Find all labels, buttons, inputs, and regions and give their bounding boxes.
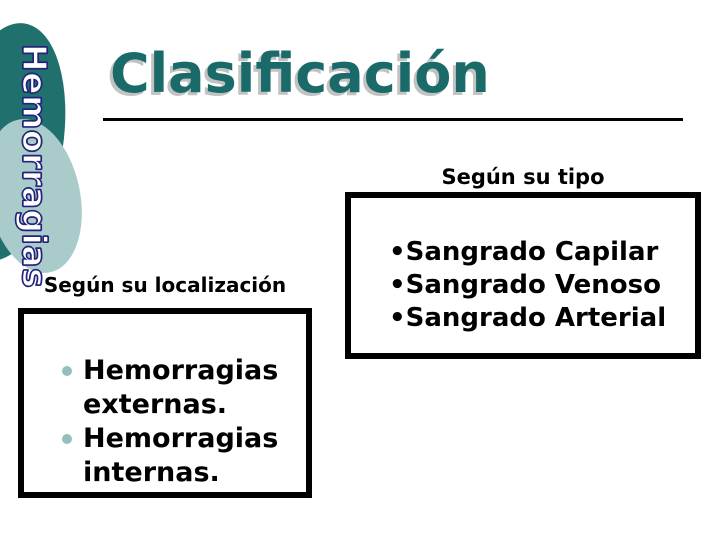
seafoam-bullet-dot: [62, 434, 72, 444]
seafoam-bullet-dot: [62, 366, 72, 376]
loc-item-text: Hemorragias internas.: [83, 423, 279, 488]
tipo-item: •Sangrado Capilar: [389, 236, 695, 269]
bullet-glyph: •: [389, 303, 406, 333]
tipo-item-text: Sangrado Arterial: [405, 303, 667, 333]
light-seafoam-blob: [0, 119, 82, 273]
title-underline: [103, 118, 683, 121]
vertical-banner-text: Hemorragias: [14, 43, 54, 289]
corner-blob-decoration: [0, 23, 82, 273]
slide-title: Clasificación: [110, 42, 490, 105]
tipo-section-label: Según su tipo: [441, 165, 605, 189]
tipo-item: •Sangrado Venoso: [389, 269, 695, 302]
tipo-item: •Sangrado Arterial: [389, 302, 695, 335]
localizacion-box: Hemorragias externas. Hemorragias intern…: [18, 308, 312, 498]
localizacion-section-label: Según su localización: [43, 273, 287, 297]
loc-item: Hemorragias externas.: [62, 354, 306, 422]
tipo-box: •Sangrado Capilar •Sangrado Venoso •Sang…: [345, 192, 701, 359]
bullet-glyph: •: [389, 237, 406, 267]
tipo-item-text: Sangrado Capilar: [405, 237, 659, 267]
bullet-glyph: •: [389, 270, 406, 300]
loc-item-text: Hemorragias externas.: [83, 355, 279, 420]
loc-item: Hemorragias internas.: [62, 422, 306, 490]
tipo-item-text: Sangrado Venoso: [405, 270, 661, 300]
